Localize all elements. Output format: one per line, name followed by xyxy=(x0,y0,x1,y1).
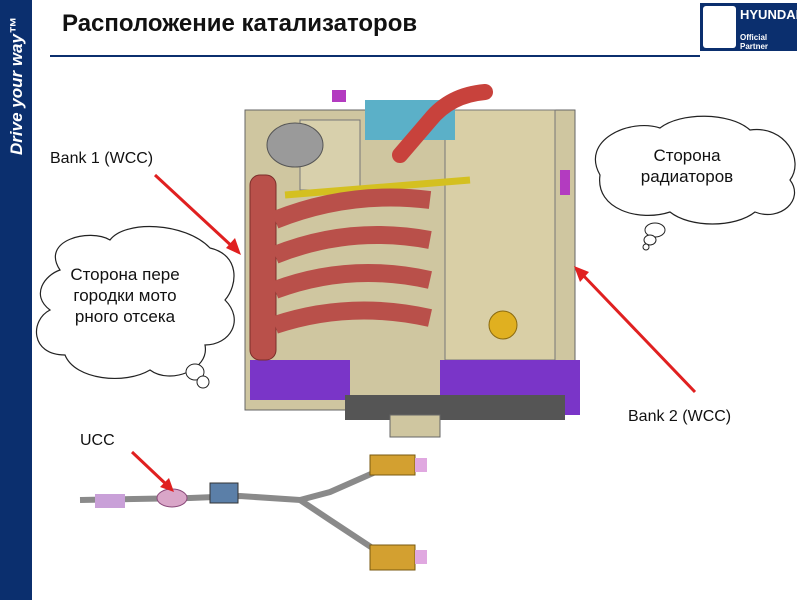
engine-illustration xyxy=(245,90,580,437)
exhaust-system-illustration xyxy=(80,455,427,570)
radiator-side-label: Сторона радиаторов xyxy=(612,145,762,187)
bank1-wcc-label: Bank 1 (WCC) xyxy=(50,150,153,168)
bank2-wcc-label: Bank 2 (WCC) xyxy=(628,408,731,426)
firewall-side-label: Сторона перегородки моторного отсека xyxy=(70,264,180,327)
ucc-label: UCC xyxy=(80,432,115,450)
